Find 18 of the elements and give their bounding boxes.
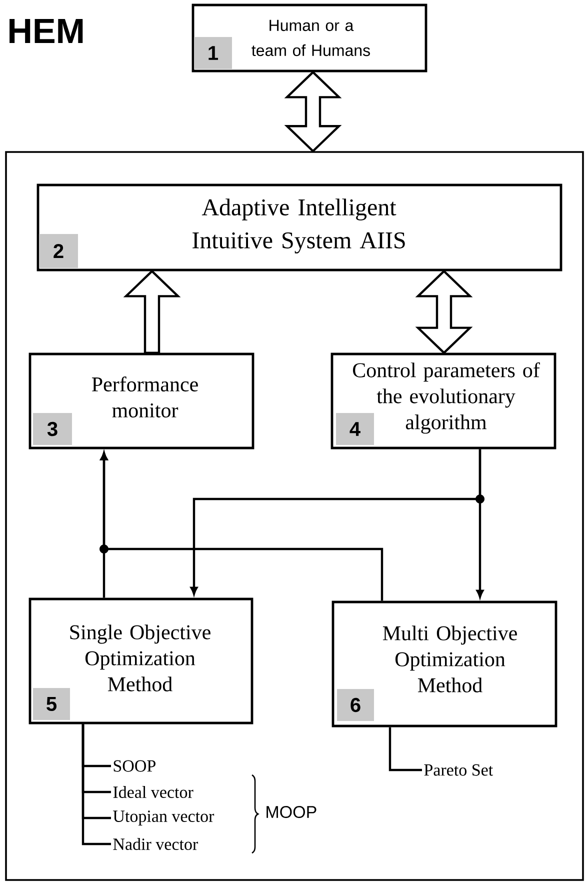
number-badge: 3 bbox=[33, 413, 72, 445]
frame-box bbox=[5, 151, 584, 881]
connector-line bbox=[82, 724, 111, 846]
number-badge: 6 bbox=[337, 689, 374, 721]
list-item: SOOP bbox=[114, 760, 156, 772]
list-item: Nadir vector bbox=[113, 838, 198, 850]
list-item: Utopian vector bbox=[113, 810, 214, 826]
number-badge: 2 bbox=[39, 234, 78, 268]
diagram-title: HEM bbox=[10, 18, 83, 44]
arrow bbox=[476, 449, 484, 598]
arrow bbox=[100, 452, 384, 601]
connector-line bbox=[388, 727, 422, 772]
list-item: Ideal vector bbox=[113, 786, 194, 798]
group-label: MOOP bbox=[266, 806, 316, 818]
number-badge: 4 bbox=[336, 413, 374, 445]
number-badge: 5 bbox=[33, 688, 70, 720]
number-badge: 1 bbox=[194, 37, 232, 69]
list-item: Pareto Set bbox=[424, 764, 493, 776]
